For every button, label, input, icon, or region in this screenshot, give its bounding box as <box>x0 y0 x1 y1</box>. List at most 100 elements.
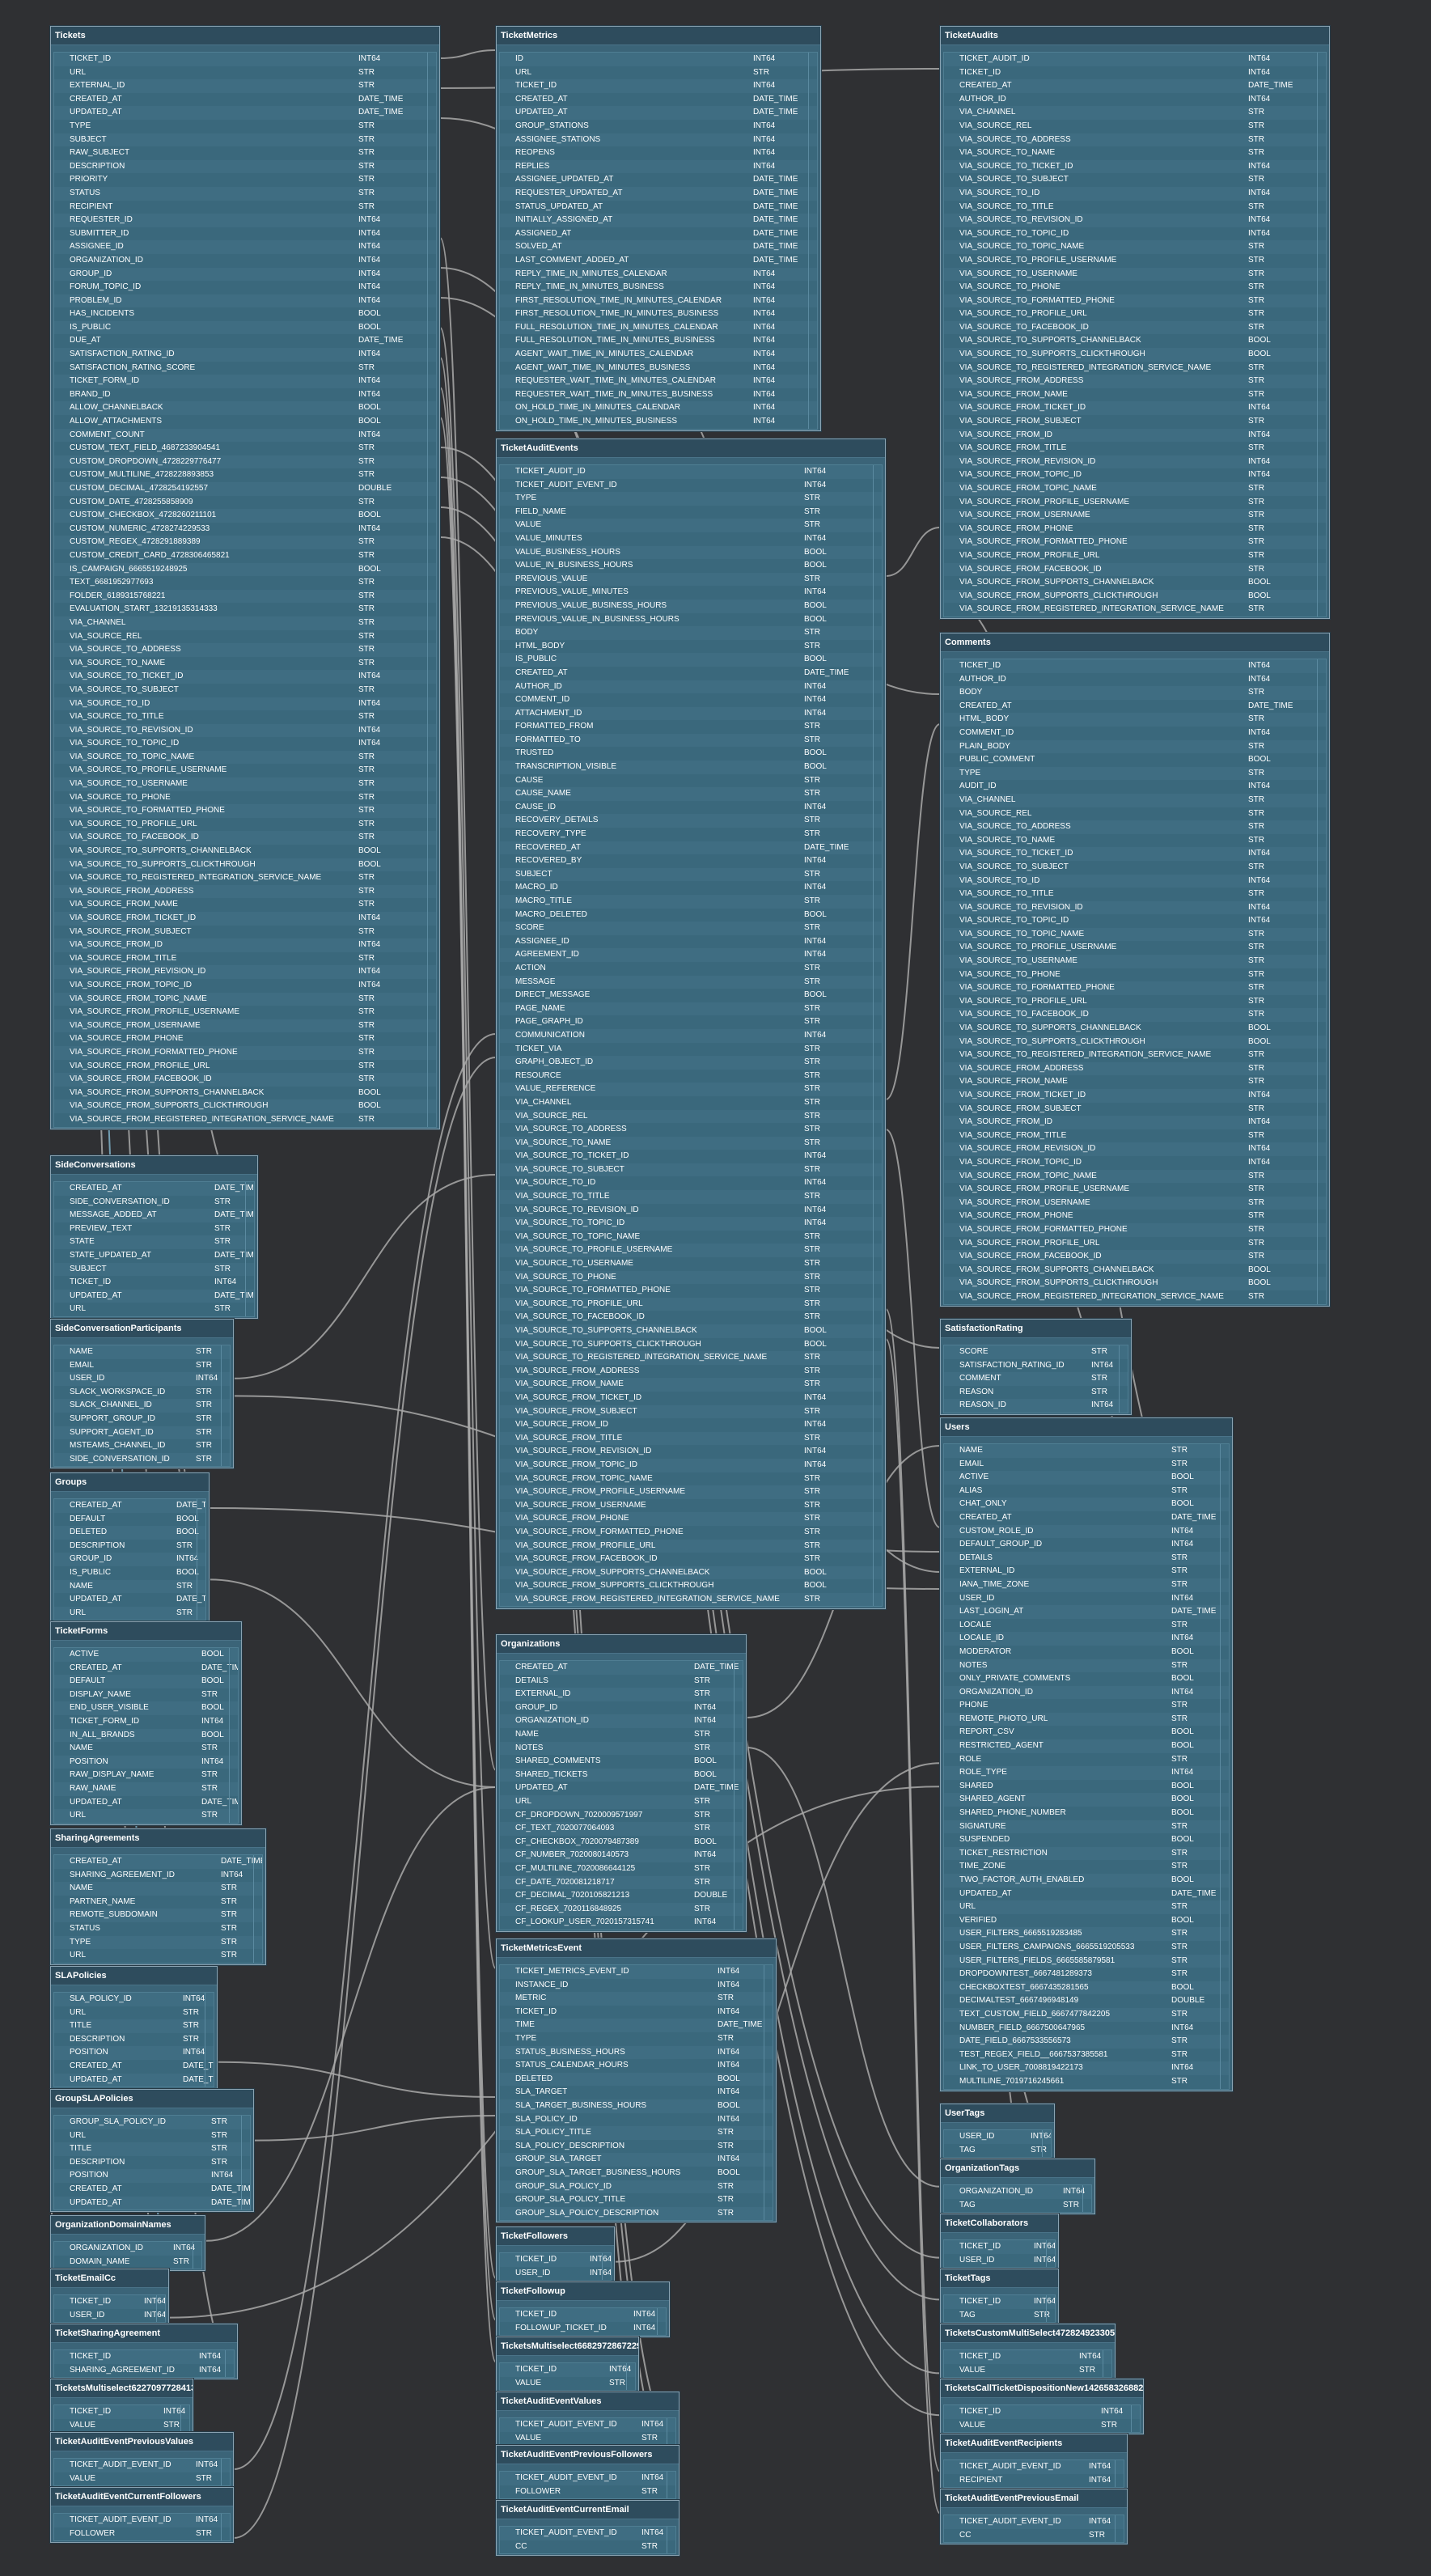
column-row[interactable]: VIA_SOURCE_TO_REGISTERED_INTEGRATION_SER… <box>944 1049 1326 1062</box>
column-row[interactable]: FULL_RESOLUTION_TIME_IN_MINUTES_BUSINESS… <box>500 334 817 349</box>
